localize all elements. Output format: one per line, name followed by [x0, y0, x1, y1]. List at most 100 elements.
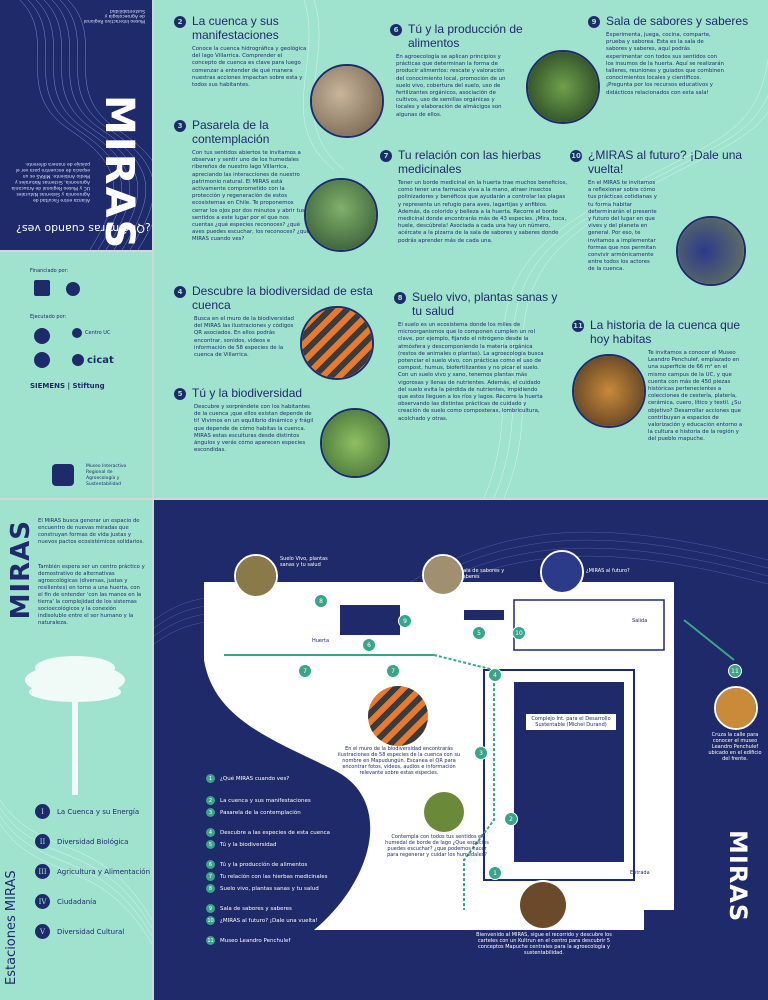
section-body: Con tus sentidos abiertos te invitamos a… — [192, 150, 310, 243]
cicat-logo: cicat — [72, 354, 114, 366]
complejo-label: Complejo Int. para el Desarrollo Sustent… — [526, 714, 616, 730]
cover-subtitle: Museo Interactivo Regional de Agroecolog… — [83, 8, 145, 23]
section-10: 10¿MIRAS al futuro? ¡Dale una vuelta! En… — [570, 148, 760, 274]
map-point-10: 10 — [512, 626, 526, 640]
walkway-photo — [304, 178, 378, 252]
section-title: La cuenca y sus manifestaciones — [192, 14, 279, 42]
plants-photo — [526, 50, 600, 124]
sala-photo — [422, 554, 464, 596]
section-body: El suelo es un ecosistema donde los mile… — [398, 322, 544, 422]
section-title: Tú y la biodiversidad — [192, 386, 303, 400]
huerta-label: Huerta — [312, 638, 330, 644]
garden-sculpture-photo — [320, 408, 390, 478]
section-number: 4 — [174, 286, 186, 298]
map-point-7a: 7 — [298, 664, 312, 678]
section-body: Experimenta, juega, cocina, comparte, pr… — [606, 32, 724, 96]
hands-map-photo — [310, 64, 384, 138]
section-title: La historia de la cuenca que hoy habitas — [590, 318, 741, 346]
muro-photo — [366, 684, 430, 748]
section-5: 5 Tú y la biodiversidad Descubre y sorpré… — [174, 386, 334, 454]
cover-logo: MIRAS — [96, 95, 142, 250]
section-body: Busca en el muro de la biodiversidad del… — [194, 316, 294, 359]
financed-label: Financiado por: — [30, 268, 69, 274]
section-body: Te invitamos a conocer el Museo Leandro … — [648, 350, 743, 443]
future-sculpture-photo — [676, 216, 746, 286]
university-logo — [34, 352, 50, 368]
stations-intro-2: También espera ser un centro práctico y … — [38, 564, 145, 626]
section-7: 7 Tu relación con las hierbas medicinales… — [380, 148, 570, 245]
map-point-2: 2 — [504, 812, 518, 826]
section-number: 9 — [588, 16, 600, 28]
suelo-label: Suelo Vivo, plantas sanas y tu salud — [280, 556, 328, 568]
section-number: 6 — [390, 24, 402, 36]
centro-uc-logo: Centro UC — [72, 328, 110, 338]
bienvenido-label: Bienvenido al MIRAS, sigue el recorrido … — [476, 932, 612, 956]
museum-logo — [52, 464, 74, 486]
map-point-11: 11 — [728, 664, 742, 678]
cover-intro: Alianza entre Facultad de Agronomía y Si… — [11, 161, 90, 202]
section-9: 9 Sala de sabores y saberes Experimenta, … — [588, 14, 758, 97]
map-panel: Suelo Vivo, plantas sanas y tu salud Sal… — [154, 500, 768, 1000]
sala-label: Sala de sabores y saberes — [460, 568, 505, 580]
section-number: 3 — [174, 120, 186, 132]
suelo-photo — [234, 554, 278, 598]
contempla-label: Contempla con todos tus sentidos el hume… — [385, 834, 489, 858]
entrada-label: Entrada — [630, 870, 650, 876]
muro-label: En el muro de la biodiversidad encontrar… — [337, 746, 461, 776]
map-point-8: 8 — [314, 594, 328, 608]
index-item: 10¿MIRAS al futuro? ¡Dale una vuelta! — [206, 916, 318, 925]
section-title: Sala de sabores y saberes — [606, 14, 749, 28]
executed-label: Ejecutado por: — [30, 314, 67, 320]
futuro-photo — [540, 550, 584, 594]
bienvenido-photo — [518, 880, 568, 930]
museum-interior-photo — [572, 354, 646, 428]
gov-logo — [34, 280, 50, 296]
section-title: ¿MIRAS al futuro? ¡Dale una vuelta! — [588, 148, 743, 176]
section-body: Tener un borde medicinal en la huerta tr… — [398, 180, 568, 244]
map-logo: MIRAS — [724, 830, 752, 923]
sponsors-panel: Financiado por: Ejecutado por: Centro UC… — [0, 252, 152, 498]
map-point-9: 9 — [398, 614, 412, 628]
section-title: Suelo vivo, plantas sanas y tu salud — [412, 290, 558, 318]
section-body: Conoce la cuenca hidrográfica y geológic… — [192, 46, 307, 89]
section-title: Tu relación con las hierbas medicinales — [398, 148, 541, 176]
siemens-logo: SIEMENS | Stiftung — [30, 382, 105, 390]
section-body: Descubre y sorpréndete con los habitante… — [194, 404, 314, 454]
stations-intro-1: El MIRAS busca generar un espacio de enc… — [38, 518, 144, 545]
cover-panel: Museo Interactivo Regional de Agroecolog… — [0, 0, 152, 250]
uc-logo — [34, 328, 50, 344]
section-number: 2 — [174, 16, 186, 28]
section-number: 5 — [174, 388, 186, 400]
stations-logo: MIRAS — [6, 520, 36, 620]
map-point-6: 6 — [362, 638, 376, 652]
map-point-7b: 7 — [386, 664, 400, 678]
salida-label: Salida — [632, 618, 648, 624]
futuro-label: ¿MIRAS al futuro? — [586, 568, 630, 574]
araucaria-tree-illustration — [25, 656, 125, 795]
stations-vertical-title: Estaciones MIRAS — [4, 870, 19, 985]
map-point-5: 5 — [472, 626, 486, 640]
section-number: 11 — [572, 320, 584, 332]
section-number: 7 — [380, 150, 392, 162]
map-point-4: 4 — [488, 668, 502, 682]
section-body: En el MIRAS te invitamos a reflexionar s… — [588, 180, 657, 273]
section-2: 2 La cuenca y sus manifestaciones Conoce … — [174, 14, 334, 89]
biodiversity-wall-photo — [300, 306, 374, 380]
